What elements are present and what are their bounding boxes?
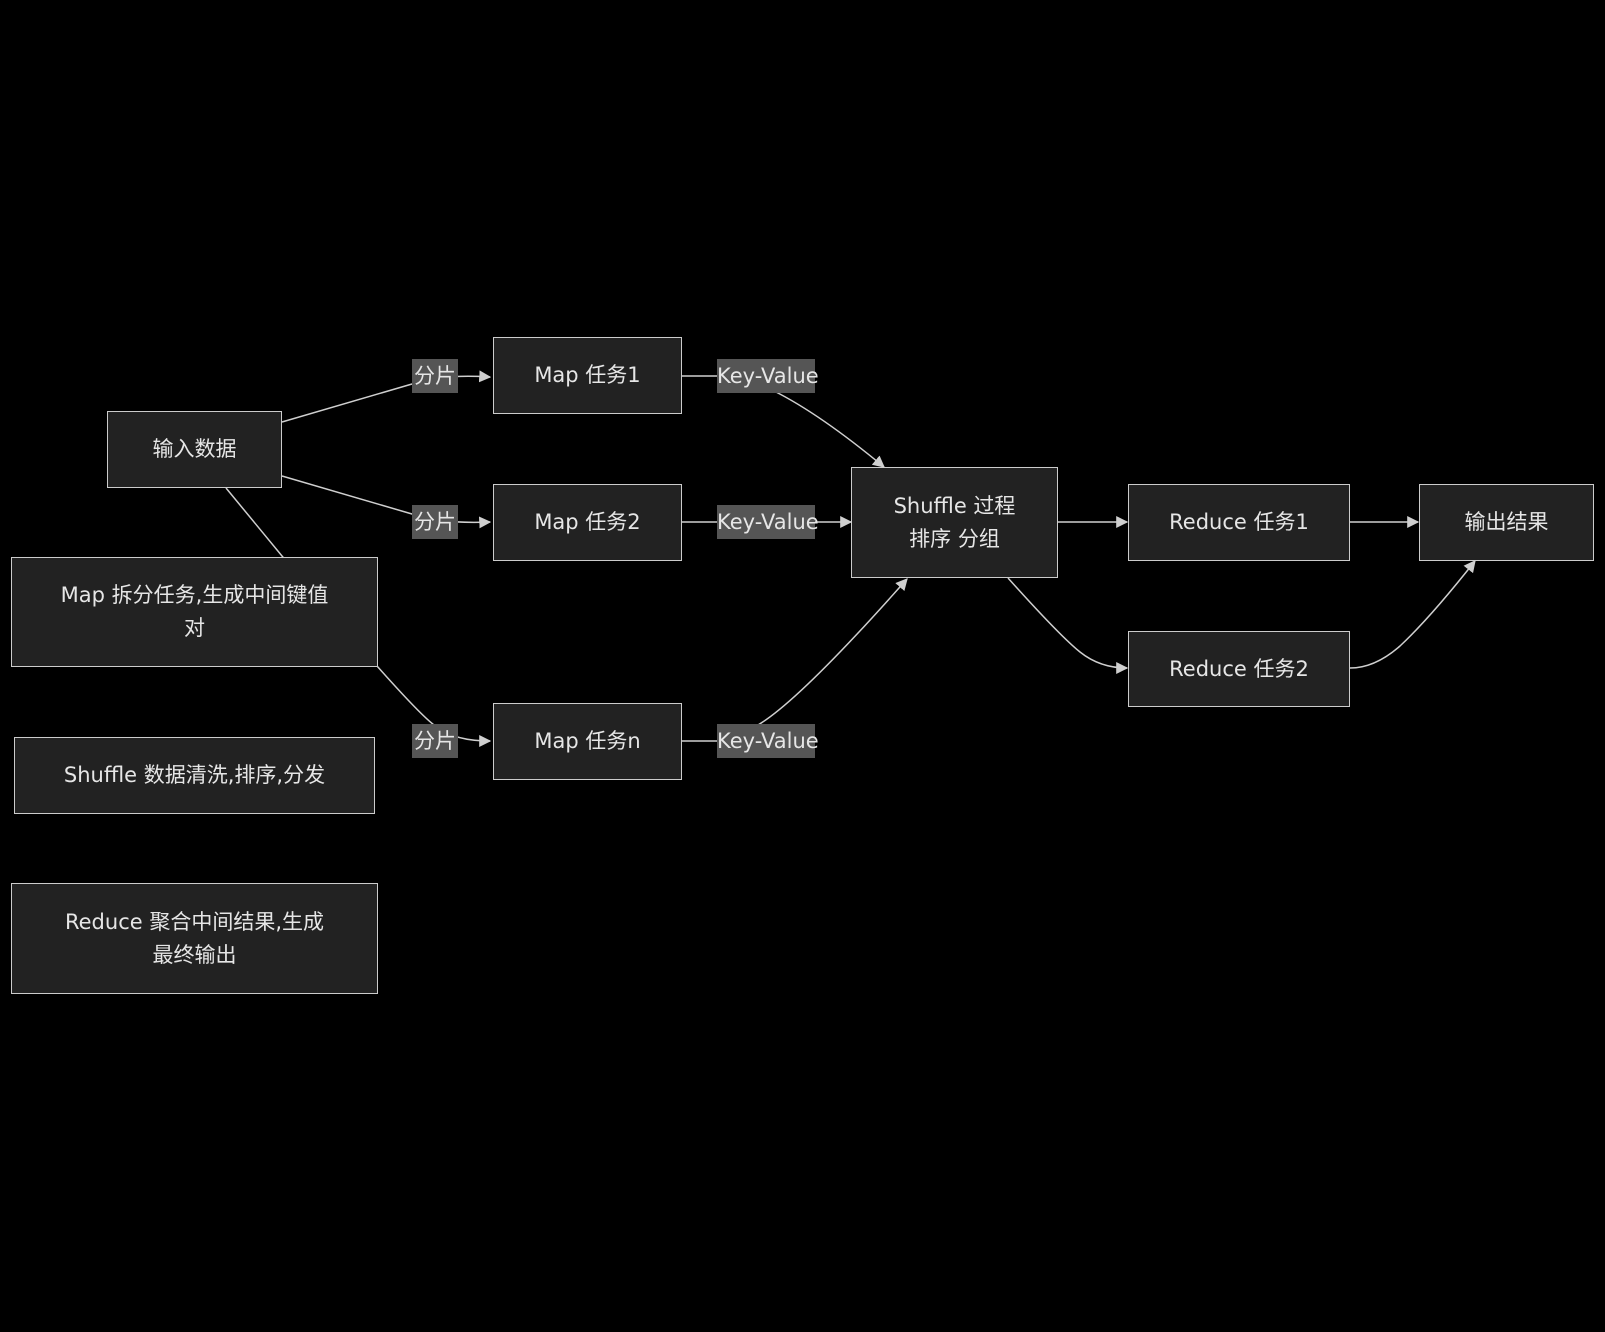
node-output-result[interactable]: 输出结果 [1419, 484, 1594, 561]
edge-input-to-map1 [281, 370, 492, 423]
node-shuffle-process-label: Shuffle 过程 排序 分组 [893, 493, 1016, 551]
node-input-data[interactable]: 输入数据 [107, 411, 282, 488]
node-reduce-task-1[interactable]: Reduce 任务1 [1128, 484, 1350, 561]
edge-label-split-n: 分片 [412, 724, 458, 758]
node-reduce-task-2-label: Reduce 任务2 [1169, 656, 1309, 681]
node-map-task-2-label: Map 任务2 [534, 510, 641, 534]
node-map-task-2[interactable]: Map 任务2 [493, 484, 682, 561]
node-reduce-task-1-label: Reduce 任务1 [1169, 510, 1309, 534]
node-map-task-n-label: Map 任务n [534, 729, 641, 753]
note-reduce-label: Reduce 聚合中间结果,生成 最终输出 [64, 909, 325, 967]
note-shuffle-label: Shuffle 数据清洗,排序,分发 [63, 763, 326, 787]
edge-input-to-map2 [281, 475, 492, 529]
node-map-task-1[interactable]: Map 任务1 [493, 337, 682, 414]
edge-mapn-to-shuffle [682, 579, 907, 742]
edge-label-key-value-1: Key-Value [717, 359, 819, 393]
node-input-data-label: 输入数据 [152, 437, 237, 461]
edge-label-split-1: 分片 [412, 359, 458, 393]
node-map-task-n[interactable]: Map 任务n [493, 703, 682, 780]
node-output-result-label: 输出结果 [1464, 510, 1549, 534]
note-shuffle[interactable]: Shuffle 数据清洗,排序,分发 [14, 737, 375, 814]
edge-shuffle-to-reduce2 [1007, 577, 1129, 674]
edge-reduce2-to-output [1349, 560, 1476, 669]
node-reduce-task-2[interactable]: Reduce 任务2 [1128, 631, 1350, 707]
node-map-task-1-label: Map 任务1 [534, 363, 641, 387]
edge-label-key-value-2: Key-Value [717, 505, 819, 539]
edge-map1-to-shuffle [682, 375, 884, 467]
note-reduce[interactable]: Reduce 聚合中间结果,生成 最终输出 [11, 883, 378, 994]
edge-label-split-2: 分片 [412, 505, 458, 539]
note-map[interactable]: Map 拆分任务,生成中间键值 对 [11, 557, 378, 667]
note-map-label: Map 拆分任务,生成中间键值 对 [60, 583, 329, 640]
node-shuffle-process[interactable]: Shuffle 过程 排序 分组 [851, 467, 1058, 578]
edge-label-key-value-n: Key-Value [717, 724, 819, 758]
